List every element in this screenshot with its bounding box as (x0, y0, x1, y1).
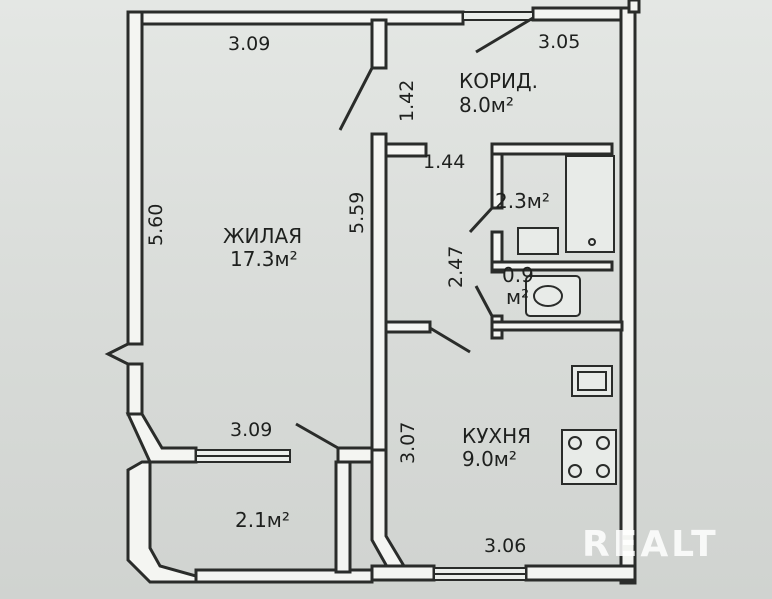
dim-living-bottom: 3.09 (230, 419, 272, 441)
fixtures (517, 155, 617, 485)
kitchen-name: КУХНЯ (462, 424, 531, 448)
corridor-area: 8.0м² (459, 93, 514, 117)
living-room-name: ЖИЛАЯ (223, 224, 302, 248)
dim-corridor-top: 3.05 (538, 31, 580, 53)
dim-living-right: 5.59 (346, 192, 368, 234)
bathtub (565, 155, 615, 253)
dim-kitchen-left: 3.07 (397, 422, 419, 464)
dim-corridor-door: 1.42 (396, 80, 418, 122)
kitchen-area: 9.0м² (462, 447, 517, 471)
dim-living-left: 5.60 (145, 204, 167, 246)
room-labels: ЖИЛАЯ 17.3м² КОРИД. 8.0м² 2.3м² 0.9 м² К… (223, 69, 550, 532)
watermark-logo: REALT (582, 524, 719, 565)
dim-hall-height: 2.47 (445, 246, 467, 288)
bathroom-area: 2.3м² (495, 189, 550, 213)
balcony-area: 2.1м² (235, 508, 290, 532)
wc-area-unit: м² (506, 285, 529, 309)
washbasin (517, 227, 559, 255)
living-room-area: 17.3м² (230, 247, 298, 271)
dim-corridor-stub: 1.44 (423, 151, 465, 173)
doors (295, 16, 534, 450)
dim-kitchen-bottom: 3.06 (484, 535, 526, 557)
dim-living-top: 3.09 (228, 33, 270, 55)
dimension-labels: 3.09 3.05 1.42 1.44 5.60 5.59 2.47 3.09 … (145, 31, 580, 557)
corridor-name: КОРИД. (459, 69, 538, 93)
wc-area-value: 0.9 (502, 263, 534, 287)
walls (104, 0, 641, 585)
windows (195, 11, 534, 581)
